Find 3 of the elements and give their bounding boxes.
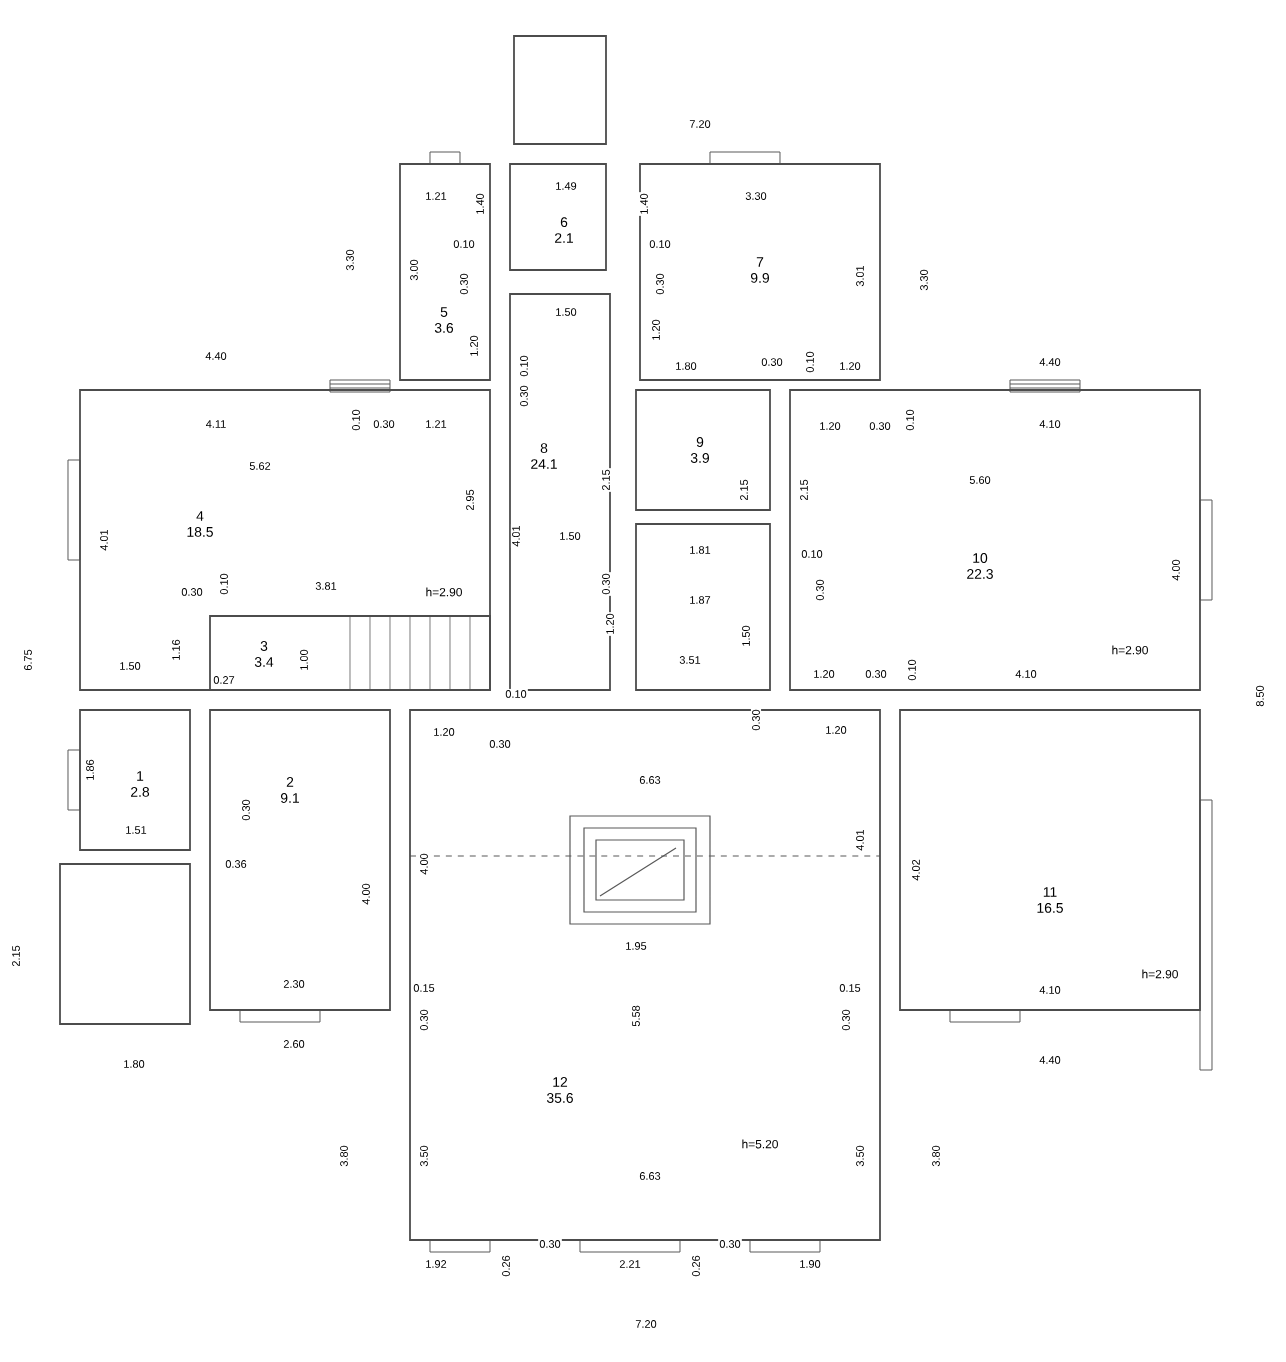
room: [59, 863, 191, 1025]
room: [635, 523, 771, 691]
room: [513, 35, 607, 145]
